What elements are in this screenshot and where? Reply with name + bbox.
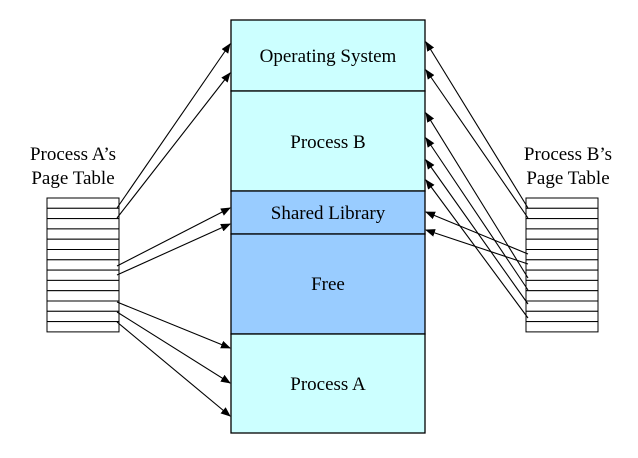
page-table-a: Process A’s Page Table: [30, 144, 120, 333]
segment-operating-system: [230, 19, 426, 92]
page-table-a-row: [46, 238, 120, 250]
segment-label-operating-system: Operating System: [260, 46, 397, 67]
arrow-a-to-process-a-2: [116, 311, 231, 384]
page-table-b-row: [525, 207, 599, 220]
arrow-b-to-process-b-2: [425, 137, 529, 291]
arrow-a-to-os-1: [116, 43, 231, 209]
page-table-a-title-line2: Page Table: [31, 168, 114, 189]
arrow-b-to-os-2: [425, 69, 529, 219]
arrow-b-to-os-1: [425, 41, 529, 209]
page-table-b-title-line2: Page Table: [526, 168, 609, 189]
arrow-b-to-shared-2: [425, 229, 529, 265]
page-table-a-row: [46, 279, 120, 292]
arrow-a-to-os-2: [116, 72, 231, 219]
segment-shared-library: [230, 190, 426, 235]
page-table-b: Process B’s Page Table: [524, 144, 612, 333]
page-table-b-row: [525, 218, 599, 230]
page-table-b-row: [525, 321, 599, 333]
segment-label-shared-library: Shared Library: [271, 203, 386, 224]
page-table-a-row: [46, 259, 120, 271]
page-table-a-row: [46, 300, 120, 312]
page-table-b-row: [525, 197, 599, 209]
arrow-b-to-process-b-3: [425, 159, 529, 305]
page-table-b-row: [525, 269, 599, 281]
arrow-b-to-shared-1: [425, 211, 529, 255]
page-table-b-row: [525, 310, 599, 323]
page-table-a-row: [46, 228, 120, 240]
page-table-a-row: [46, 269, 120, 281]
page-table-a-title-line1: Process A’s: [30, 144, 116, 165]
segment-process-b: [230, 90, 426, 192]
segment-label-free: Free: [311, 274, 345, 295]
arrow-b-to-process-b-4: [425, 179, 529, 319]
page-table-a-row: [46, 197, 120, 209]
page-table-b-row: [525, 259, 599, 271]
page-table-b-row: [525, 249, 599, 261]
segment-free: [230, 233, 426, 335]
page-table-b-row: [525, 300, 599, 312]
page-table-a-row: [46, 321, 120, 333]
arrow-a-to-process-a-3: [116, 321, 231, 417]
page-table-a-row: [46, 249, 120, 261]
page-table-a-row: [46, 218, 120, 230]
page-table-b-row: [525, 290, 599, 302]
arrow-b-to-process-b-1: [425, 112, 529, 279]
page-table-a-row: [46, 310, 120, 323]
page-table-b-row: [525, 238, 599, 250]
segment-label-process-a: Process A: [290, 374, 366, 395]
segment-process-a: [230, 333, 426, 434]
page-table-a-row: [46, 290, 120, 302]
physical-memory: Operating System Process B Shared Librar…: [230, 19, 426, 434]
page-table-b-row: [525, 228, 599, 240]
arrow-a-to-process-a-1: [116, 301, 231, 349]
arrow-a-to-shared-1: [116, 207, 231, 267]
page-table-a-row: [46, 207, 120, 220]
page-table-b-row: [525, 279, 599, 292]
mapping-arrows: [116, 41, 529, 417]
page-table-b-title-line1: Process B’s: [524, 144, 612, 165]
arrow-a-to-shared-2: [116, 223, 231, 276]
segment-label-process-b: Process B: [290, 132, 365, 153]
